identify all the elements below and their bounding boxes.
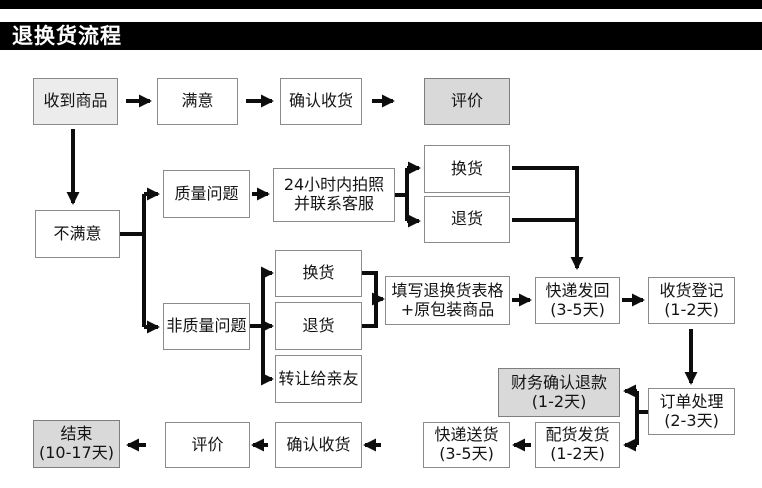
top-crop-strip (0, 0, 762, 9)
flow-node-label: 换货 (302, 263, 335, 283)
flow-node-confirm-receipt-bottom: 确认收货 (275, 422, 362, 468)
flow-node-label: (10-17天) (39, 443, 114, 462)
flow-node-unsatisfied: 不满意 (35, 210, 120, 258)
flow-node-non-quality-problem: 非质量问题 (163, 303, 250, 350)
flow-node-end: 结束(10-17天) (33, 420, 120, 468)
title-bar: 退换货流程 (0, 22, 762, 50)
flow-node-label: 订单处理 (659, 391, 724, 411)
flow-node-label: 结束 (60, 424, 93, 444)
flow-node-review-bottom: 评价 (165, 422, 250, 468)
flow-node-label: 非质量问题 (166, 316, 247, 336)
flow-node-quality-problem: 质量问题 (163, 170, 250, 218)
flow-node-order-processing: 订单处理(2-3天) (648, 388, 735, 435)
flow-node-label: 不满意 (53, 223, 102, 243)
flow-node-label: 配货发货 (545, 425, 610, 445)
flow-node-fill-form: 填写退换货表格+原包装商品 (385, 276, 510, 325)
flow-node-exchange-nonquality: 换货 (275, 250, 362, 297)
flow-node-label: 满意 (181, 91, 214, 111)
flow-node-confirm-receipt-top: 确认收货 (280, 78, 362, 125)
flow-node-label: 收到商品 (43, 91, 108, 111)
flow-node-exchange-quality: 换货 (424, 145, 510, 193)
flow-node-label: 快递送货 (434, 425, 499, 445)
flow-node-dispatch-shipping: 配货发货(1-2天) (535, 422, 620, 468)
flow-node-satisfied: 满意 (157, 78, 238, 125)
flow-node-label: 换货 (450, 158, 483, 178)
flow-node-label: 评价 (450, 91, 483, 111)
flow-node-label: 退货 (450, 209, 483, 229)
flow-node-label: 确认收货 (286, 434, 351, 454)
flow-node-express-sendback: 快递发回(3-5天) (535, 277, 620, 324)
flow-node-transfer-to-friends: 转让给亲友 (275, 355, 362, 403)
flow-node-label: (2-3天) (664, 410, 719, 430)
flow-node-label: 快递发回 (545, 280, 610, 300)
flow-node-label: 并联系客服 (293, 194, 374, 213)
flow-node-label: (3-5天) (439, 444, 494, 463)
flow-node-receipt-register: 收货登记(1-2天) (648, 277, 735, 324)
flow-node-label: 24小时内拍照 (283, 175, 385, 195)
flow-node-label: 评价 (191, 434, 224, 454)
flow-node-label: 转让给亲友 (278, 368, 359, 388)
flow-node-received-goods: 收到商品 (33, 78, 118, 125)
flow-node-label: (1-2天) (664, 299, 719, 319)
flow-node-express-delivery: 快递送货(3-5天) (423, 422, 510, 468)
flow-node-label: 财务确认退款 (510, 372, 607, 392)
flow-node-label: (1-2天) (550, 444, 605, 463)
flow-node-label: 退货 (302, 315, 335, 335)
flow-node-label: 收货登记 (659, 280, 724, 300)
flow-node-label: 质量问题 (174, 183, 239, 203)
flow-node-label: (1-2天) (531, 391, 587, 411)
flow-node-label: +原包装商品 (400, 299, 495, 319)
page-title: 退换货流程 (12, 23, 122, 48)
flow-node-label: 填写退换货表格 (391, 280, 504, 300)
flow-node-label: 确认收货 (288, 91, 353, 111)
flow-node-review-top: 评价 (424, 78, 510, 125)
flow-node-label: (3-5天) (550, 299, 605, 319)
flow-node-return-nonquality: 退货 (275, 302, 362, 350)
flow-node-return-quality: 退货 (424, 196, 510, 243)
flow-node-finance-refund: 财务确认退款(1-2天) (498, 368, 620, 417)
flow-node-photo-24h: 24小时内拍照并联系客服 (273, 168, 395, 222)
